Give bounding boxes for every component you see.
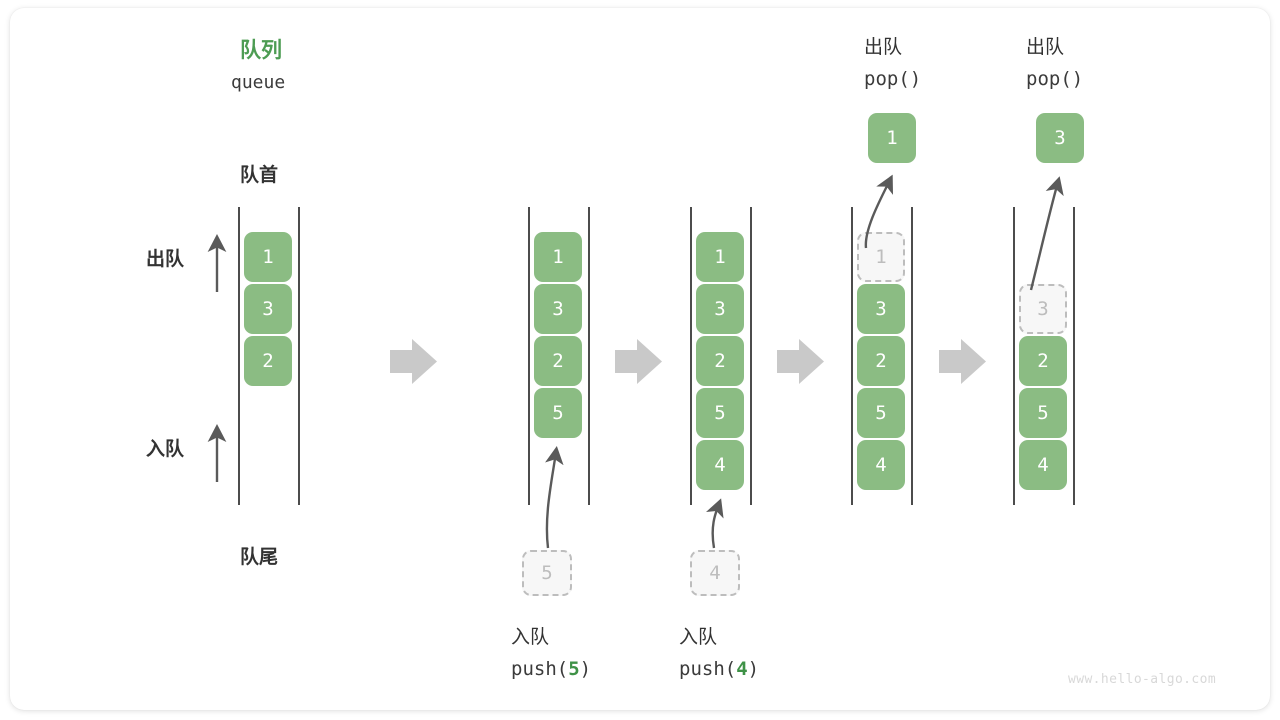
popped-element-3: 3 xyxy=(1036,113,1084,163)
queue-cell: 2 xyxy=(1019,336,1067,386)
flow-arrow xyxy=(615,339,662,384)
queue-cell: 2 xyxy=(244,336,292,386)
queue-rail-left xyxy=(690,207,692,505)
queue-cell: 2 xyxy=(534,336,582,386)
diagram-title-en: queue xyxy=(231,72,286,93)
queue-cell-removed: 3 xyxy=(1019,284,1067,334)
queue-cell: 3 xyxy=(857,284,905,334)
queue-rail-right xyxy=(298,207,300,505)
label-queue-front: 队首 xyxy=(240,165,279,186)
watermark: www.hello-algo.com xyxy=(1068,672,1217,687)
queue-rail-right xyxy=(750,207,752,505)
queue-rail-left xyxy=(1013,207,1015,505)
queue-cell: 3 xyxy=(534,284,582,334)
code-prefix: push( xyxy=(511,658,569,680)
queue-rail-right xyxy=(588,207,590,505)
queue-rail-left xyxy=(851,207,853,505)
queue-cell: 5 xyxy=(857,388,905,438)
push5-arrow xyxy=(545,446,564,549)
caption-dequeue-cn: 出队 xyxy=(864,37,903,58)
code-arg: 5 xyxy=(568,658,580,680)
flow-arrow xyxy=(777,339,824,384)
caption-push4-code: push(4) xyxy=(679,658,759,680)
queue-cell: 3 xyxy=(696,284,744,334)
queue-cell-new: 5 xyxy=(534,388,582,438)
code-prefix: push( xyxy=(679,658,737,680)
label-enqueue: 入队 xyxy=(146,439,185,460)
queue-cell: 2 xyxy=(696,336,744,386)
queue-rail-left xyxy=(528,207,530,505)
caption-push5-code: push(5) xyxy=(511,658,591,680)
queue-rail-left xyxy=(238,207,240,505)
queue-cell: 3 xyxy=(244,284,292,334)
queue-cell: 1 xyxy=(534,232,582,282)
queue-cell: 1 xyxy=(696,232,744,282)
queue-cell: 1 xyxy=(244,232,292,282)
caption-enqueue-cn: 入队 xyxy=(679,627,718,648)
diagram-title-cn: 队列 xyxy=(240,39,282,62)
queue-rail-right xyxy=(1073,207,1075,505)
queue-cell: 4 xyxy=(857,440,905,490)
flow-arrow xyxy=(939,339,986,384)
label-dequeue: 出队 xyxy=(146,249,185,270)
caption-enqueue-cn: 入队 xyxy=(511,627,550,648)
incoming-element-5: 5 xyxy=(522,550,572,596)
queue-cell-new: 4 xyxy=(696,440,744,490)
code-arg: 4 xyxy=(736,658,748,680)
queue-cell-removed: 1 xyxy=(857,232,905,282)
code-suffix: ) xyxy=(579,658,592,680)
queue-rail-right xyxy=(911,207,913,505)
queue-cell: 5 xyxy=(696,388,744,438)
queue-cell: 2 xyxy=(857,336,905,386)
queue-cell: 5 xyxy=(1019,388,1067,438)
push4-arrow xyxy=(706,498,724,549)
popped-element-1: 1 xyxy=(868,113,916,163)
code-suffix: ) xyxy=(747,658,760,680)
caption-pop1-code: pop() xyxy=(864,68,922,90)
incoming-element-4: 4 xyxy=(690,550,740,596)
flow-arrow xyxy=(390,339,437,384)
pop3-arrow xyxy=(1029,176,1064,291)
caption-pop3-code: pop() xyxy=(1026,68,1084,90)
queue-cell: 4 xyxy=(1019,440,1067,490)
caption-dequeue-cn: 出队 xyxy=(1026,37,1065,58)
label-queue-rear: 队尾 xyxy=(240,547,279,568)
